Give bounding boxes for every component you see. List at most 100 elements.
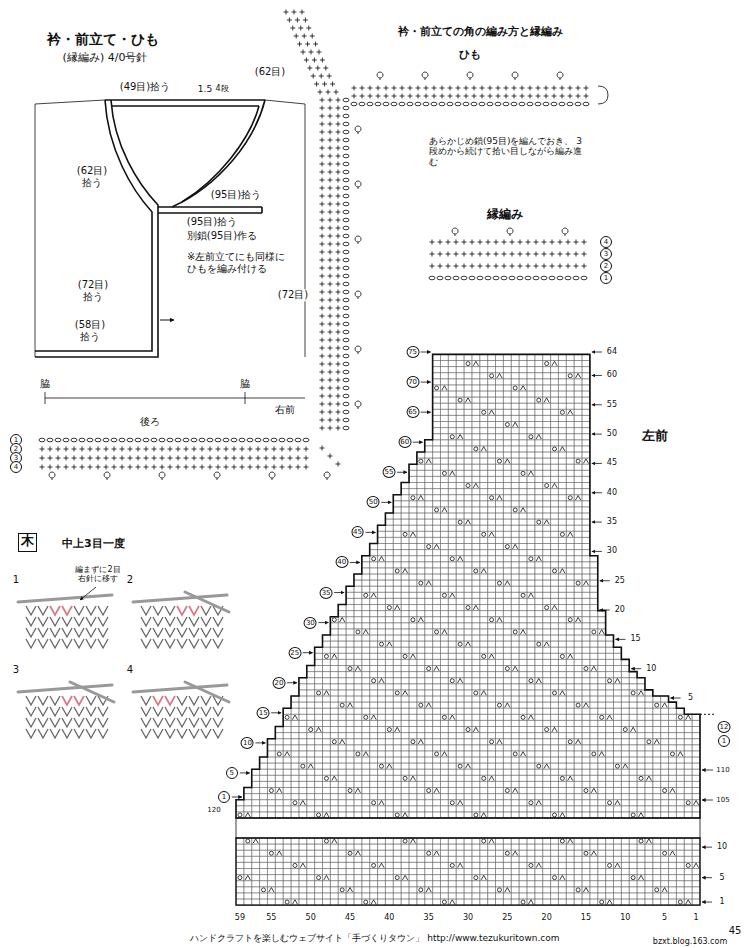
decrease-symbol [473,605,478,610]
label-text: 20 [614,605,626,614]
yarn-over-symbol [639,839,643,843]
yarn-over-symbol [521,471,525,475]
decrease-symbol [528,471,533,476]
decrease-symbol [662,888,667,893]
yarn-over-symbol [395,876,399,880]
row-number: 60 [398,436,411,448]
label-text: 60 [606,371,618,380]
decrease-symbol [465,642,470,647]
decrease-symbol [544,398,549,403]
label-text: 10 [645,664,657,673]
yarn-over-symbol [324,776,328,780]
chart-grid [236,354,700,905]
yarn-over-symbol [608,863,612,867]
decrease-symbol [615,678,620,683]
decrease-symbol [426,703,431,708]
garment-outline [261,207,263,213]
yarn-over-symbol [560,654,564,658]
row-arrow [366,532,376,533]
row-number: 10 [241,737,254,749]
decrease-symbol [693,863,698,868]
decrease-symbol [528,900,533,905]
decrease-symbol [568,532,573,537]
yarn-over-symbol [395,813,399,817]
yarn-over-symbol [686,863,690,867]
yarn-over-symbol [608,801,612,805]
decrease-symbol [536,556,541,561]
decrease-symbol [560,691,565,696]
yarn-over-symbol [356,630,360,634]
yarn-over-symbol [435,630,439,634]
decrease-symbol [402,875,407,880]
decrease-symbol [638,813,643,818]
needle [18,685,112,692]
yarn-over-symbol [324,654,328,658]
decrease-symbol [489,654,494,659]
yarn-over-symbol [663,789,667,793]
decrease-symbol [481,813,486,818]
moved-loops [62,696,84,705]
garment-outline [35,100,152,351]
decrease-symbol [410,839,415,844]
fabric-loops [26,696,108,738]
leader-line [80,587,96,600]
decrease-symbol [442,630,447,635]
decrease-symbol [418,739,423,744]
yarn-over-symbol [372,557,376,561]
row-arrow [350,562,360,563]
yarn-over-symbol [631,876,635,880]
yarn-over-symbol [293,863,297,867]
yarn-over-symbol [419,581,423,585]
stitch-symbols [238,361,699,904]
yarn-over-symbol [466,362,470,366]
yarn-over-symbol [403,654,407,658]
label-text: 5 [661,913,668,922]
label-text: 64 [606,347,618,356]
label-text: 40 [383,913,395,922]
yarn-over-symbol [553,569,557,573]
pickup-arrow [160,320,174,321]
label-text: 55 [265,913,277,922]
decrease-symbol [505,888,510,893]
yarn-over-symbol [301,764,305,768]
decrease-symbol [465,520,470,525]
yarn-over-symbol [379,642,383,646]
fabric-loops [26,606,108,648]
label-text: 別鎖(95目)作る [186,230,259,242]
yarn-over-symbol [505,545,509,549]
label-text: 15 [629,635,641,644]
decrease-symbol [544,764,549,769]
yarn-over-symbol [576,703,580,707]
yarn-over-symbol [568,618,572,622]
decrease-symbol [528,715,533,720]
decrease-symbol [245,875,250,880]
label-text: (95目)拾う [210,189,263,201]
decrease-symbol [473,727,478,732]
decrease-symbol [332,839,337,844]
row-arrow [232,797,242,798]
yarn-over-symbol [277,752,281,756]
label-text: 30 [462,913,474,922]
yarn-over-symbol [639,776,643,780]
label-text: 2 [126,574,134,586]
decrease-symbol [379,556,384,561]
stitch-panel [18,682,114,738]
yarn-over-symbol [592,630,596,634]
yarn-over-symbol [505,423,509,427]
garment-outline [35,100,158,357]
decrease-symbol [505,459,510,464]
yarn-over-symbol [505,789,509,793]
decrease-symbol [371,715,376,720]
decrease-symbol [568,839,573,844]
yarn-over-symbol [545,484,549,488]
yarn-over-symbol [435,508,439,512]
garment-outline [35,100,105,104]
row-arrow [592,522,602,523]
decrease-symbol [450,715,455,720]
yarn-over-symbol [442,471,446,475]
decrease-symbol [450,593,455,598]
decrease-symbol [332,654,337,659]
decrease-symbol [607,715,612,720]
decrease-symbol [465,764,470,769]
